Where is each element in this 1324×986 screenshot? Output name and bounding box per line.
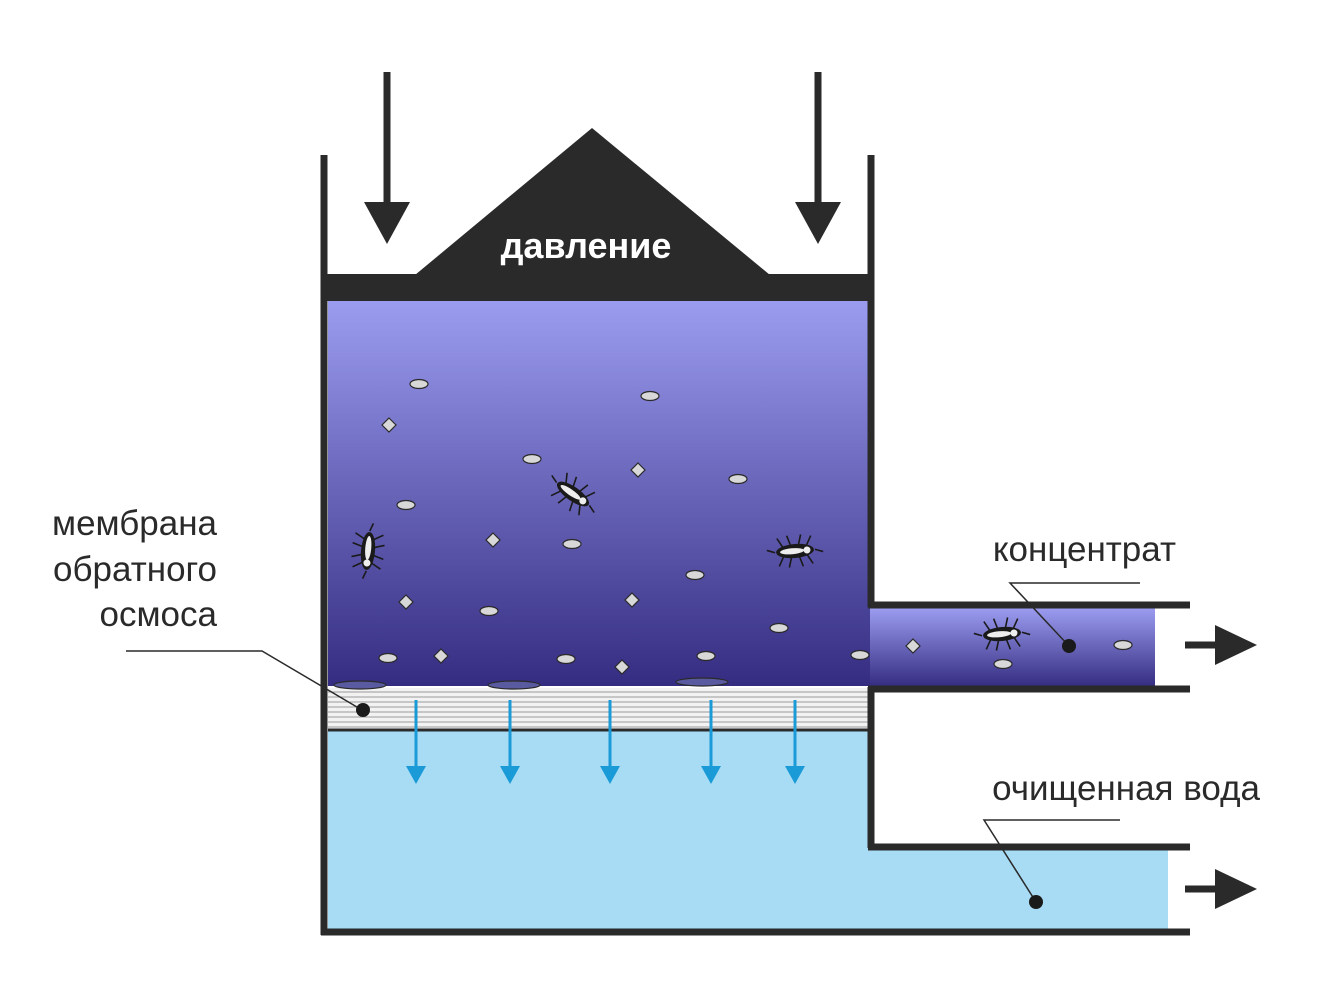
pressure-arrow-left (364, 72, 410, 244)
vessel-outline (320, 155, 1190, 936)
membrane-label-line3: осмоса (100, 595, 218, 634)
dirty-water-chamber (328, 300, 870, 687)
filtration-arrows (406, 700, 805, 784)
membrane (328, 686, 870, 732)
pressure-label: давление (501, 225, 672, 266)
purified-water-chamber (328, 730, 870, 930)
membrane-leader (126, 650, 370, 717)
concentrate-label: концентрат (993, 530, 1176, 569)
filtration-arrow (406, 700, 426, 784)
filtration-arrow (500, 700, 520, 784)
purified-water-label: очищенная вода (992, 769, 1260, 808)
filtration-arrow (701, 700, 721, 784)
piston (327, 128, 868, 301)
concentrate-leader (1008, 582, 1140, 653)
purified-outflow-arrow (1185, 869, 1257, 909)
concentrate-outflow-arrow (1185, 625, 1257, 665)
filtration-arrow (785, 700, 805, 784)
pressure-arrow-right (795, 72, 841, 244)
membrane-label-line2: обратного (53, 550, 217, 589)
purified-water-leader (982, 819, 1120, 909)
membrane-label-line1: мембрана (52, 504, 218, 543)
filtration-arrow (600, 700, 620, 784)
membrane-deposits (333, 677, 729, 690)
purified-water-pipe (868, 850, 1168, 930)
